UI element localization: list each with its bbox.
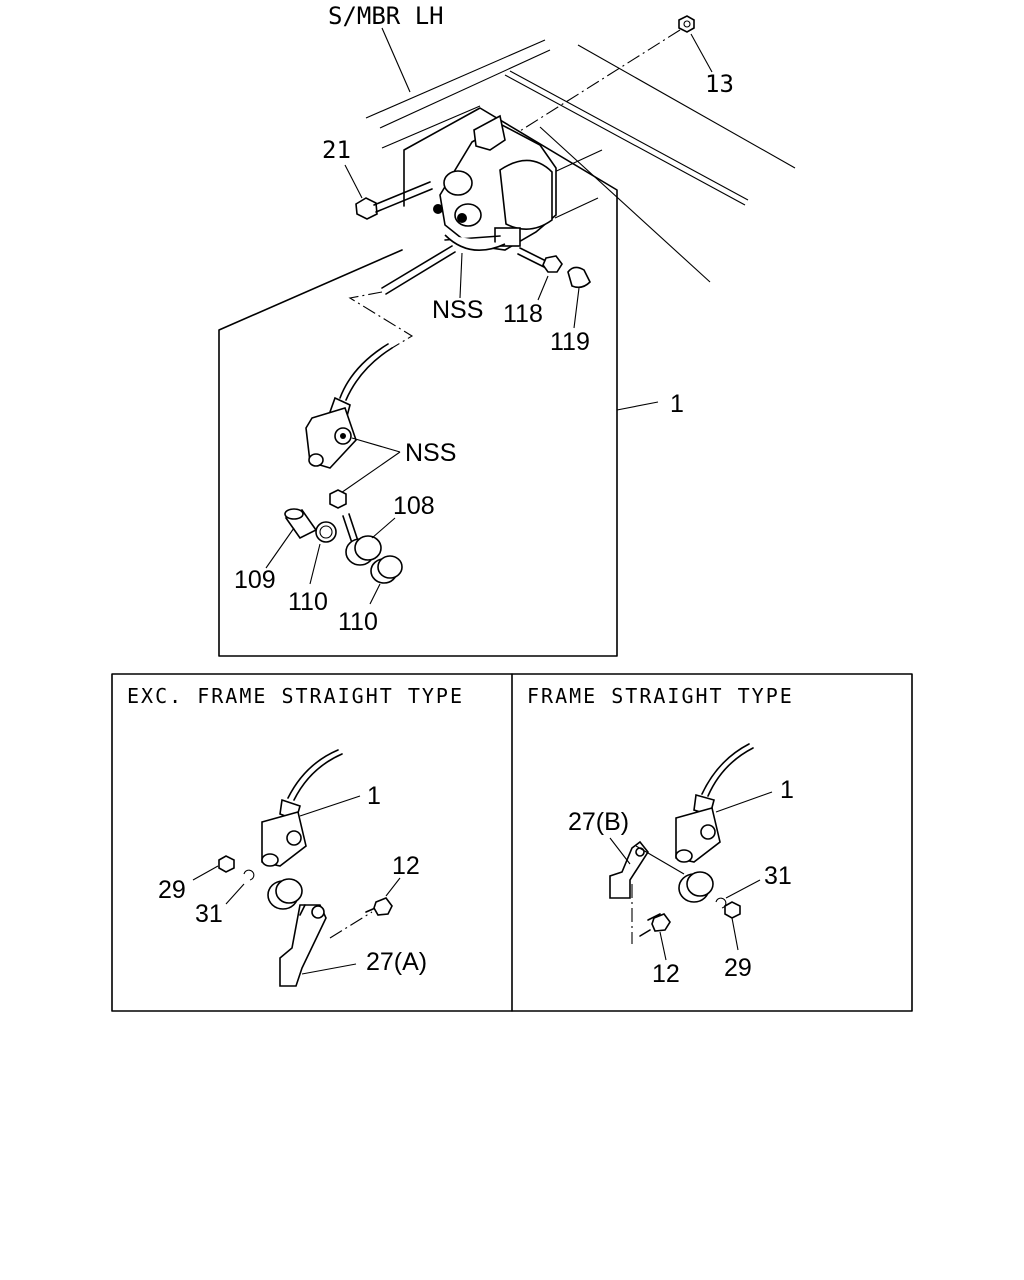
right-bracket-27b [609, 840, 649, 899]
right-leader-12 [659, 931, 667, 961]
left-bracket-27a [279, 904, 327, 987]
label-118: 118 [503, 300, 543, 328]
washer-110-a [315, 521, 337, 543]
leader-118 [537, 275, 549, 301]
right-panel-title: FRAME STRAIGHT TYPE [527, 684, 794, 708]
leader-108 [371, 517, 396, 539]
leader-110-a [309, 543, 321, 585]
nut-nss [329, 489, 347, 509]
right-panel: FRAME STRAIGHT TYPE 1 27(B) 12 [527, 684, 794, 988]
bushing-110-b [370, 555, 403, 584]
label-21: 21 [322, 136, 351, 164]
left-label-31: 31 [195, 900, 223, 928]
bolt-118 [517, 247, 563, 273]
sensor-lower [305, 343, 393, 469]
leader-1-main [616, 401, 659, 411]
leader-nss-mid-a [351, 437, 401, 453]
left-label-27a: 27(A) [366, 948, 427, 976]
right-label-31: 31 [764, 862, 792, 890]
right-bolt-12 [639, 913, 671, 937]
leader-110-b [369, 583, 381, 605]
label-nss-top: NSS [432, 296, 483, 324]
actuator-body [433, 114, 557, 251]
left-leader-27a [301, 963, 357, 975]
right-label-1: 1 [780, 776, 794, 804]
s-mbr-leader [381, 27, 411, 93]
left-panel: EXC. FRAME STRAIGHT TYPE 1 29 31 [127, 684, 464, 987]
left-leader-1 [299, 795, 361, 817]
right-label-29: 29 [724, 954, 752, 982]
right-label-12: 12 [652, 960, 680, 988]
leader-21 [344, 164, 363, 199]
nut-13 [678, 15, 695, 33]
side-member-lines [365, 39, 796, 283]
left-label-1: 1 [367, 782, 381, 810]
left-leader-12 [385, 877, 401, 897]
label-108: 108 [393, 492, 435, 520]
label-110-b: 110 [338, 608, 378, 636]
right-leader-27b [609, 837, 631, 865]
left-leader-31 [225, 883, 245, 905]
bolt-21 [355, 181, 433, 220]
left-sensor [261, 749, 343, 910]
left-clip-31 [243, 869, 255, 881]
s-mbr-label: S/MBR LH [328, 2, 444, 30]
right-sensor [675, 743, 754, 903]
right-clip-31 [715, 897, 727, 909]
right-nut-29 [724, 901, 741, 919]
label-110-a: 110 [288, 588, 328, 616]
stud-108 [342, 513, 382, 566]
left-leader-29 [192, 865, 219, 881]
right-leader-31 [725, 879, 761, 899]
label-109: 109 [234, 566, 276, 594]
leader-nss-mid-b [337, 451, 401, 496]
left-nut-29 [218, 855, 235, 873]
right-label-27b: 27(B) [568, 808, 629, 836]
left-panel-title: EXC. FRAME STRAIGHT TYPE [127, 684, 464, 708]
right-leader-1 [715, 791, 773, 813]
leader-nss-top [459, 252, 463, 299]
cap-119 [567, 266, 591, 289]
left-centerline-12 [329, 911, 373, 939]
left-bolt-12 [365, 897, 393, 916]
left-label-12: 12 [392, 852, 420, 880]
label-13: 13 [705, 70, 734, 98]
assembly-1-outline [218, 107, 618, 657]
label-nss-mid: NSS [405, 439, 456, 467]
leader-13 [690, 33, 713, 73]
right-stud-line [635, 845, 685, 875]
leader-109 [265, 527, 295, 569]
label-1-main: 1 [670, 390, 684, 418]
cable-upper [348, 245, 456, 349]
right-leader-29 [731, 917, 739, 951]
label-119: 119 [550, 328, 590, 356]
left-label-29: 29 [158, 876, 186, 904]
leader-119 [573, 287, 580, 329]
